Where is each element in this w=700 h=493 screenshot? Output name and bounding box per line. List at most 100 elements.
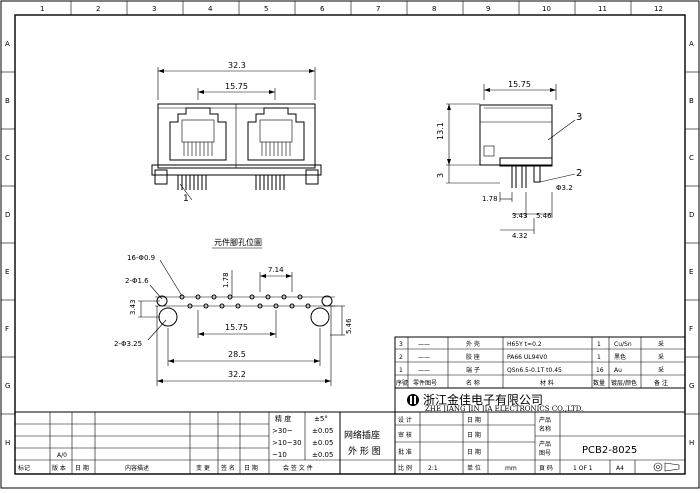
- zone-number: 4: [208, 5, 213, 13]
- zone-letter: D: [5, 211, 10, 219]
- zone-letter: H: [689, 439, 694, 447]
- side-body: [479, 104, 553, 166]
- scale-value: 2:1: [428, 465, 438, 472]
- zone-number: 2: [96, 5, 100, 13]
- dim-side-343: 3.43: [512, 212, 528, 220]
- callout-3: 3: [576, 112, 582, 123]
- dim-side-top: 15.75: [508, 80, 531, 89]
- zone-letter: D: [689, 211, 694, 219]
- pcb-layout: 元件腳孔位圖 16-Φ0.9 2-Φ1.6 2-Φ3.25 7.14: [114, 237, 353, 386]
- date-label: 日 期: [467, 431, 481, 439]
- company-logo: [407, 394, 419, 406]
- bom-header: 零件图号: [413, 379, 437, 387]
- dim-overall-width: 32.3: [228, 61, 246, 70]
- company-name-en: ZHE JIANG JIN JIA ELECTRONICS CO.,LTD.: [425, 405, 583, 413]
- revision-label: 变 更: [196, 464, 210, 472]
- zone-number: 8: [432, 5, 436, 13]
- bom-header: 材 料: [540, 379, 554, 387]
- bom-cell: Cu/Sn: [614, 341, 632, 348]
- product-no-label: 产品: [539, 440, 551, 448]
- product-no-label-2: 图号: [539, 450, 551, 457]
- revision-label: 日 期: [75, 464, 89, 472]
- dim-hole: Φ3.2: [556, 184, 573, 192]
- page-value: 1 OF 1: [573, 465, 593, 472]
- paper-size: A4: [616, 465, 624, 472]
- bom-cell: 黑色: [614, 353, 626, 361]
- bom-header: 镀层/颜色: [611, 379, 637, 387]
- bom-cell: 16: [596, 367, 604, 374]
- bom-cell: 2: [399, 354, 403, 361]
- zone-letter: E: [5, 268, 9, 276]
- inner-frame: [14, 14, 686, 475]
- revision-label: 签 名: [221, 464, 235, 472]
- bom-cell: H65Y t=0.2: [507, 341, 542, 348]
- zone-number: 6: [320, 5, 325, 13]
- bom-header: 备 注: [654, 379, 668, 387]
- port-right: [247, 107, 305, 161]
- page-label: 頁 码: [539, 464, 553, 472]
- tolerance-range: >10~30: [272, 439, 302, 447]
- front-view: 32.3 15.75: [151, 61, 322, 204]
- drawing-name-line2: 外 形 图: [348, 445, 381, 457]
- bom-cell: ——: [418, 354, 430, 361]
- dim-pin-offset: 1.78: [482, 195, 498, 203]
- date-label: 日 期: [467, 416, 481, 424]
- zone-ticks: [1, 1, 699, 415]
- title-block: 浙江金佳电子有限公司 ZHE JIANG JIN JIA ELECTRONICS…: [14, 387, 686, 475]
- product-number: PCB2-8025: [582, 445, 637, 456]
- zone-number: 1: [40, 5, 44, 13]
- dim-178: 1.78: [222, 272, 230, 288]
- projection-symbol-icon: [653, 462, 680, 472]
- zone-letter: F: [5, 325, 9, 333]
- bom-cell: 端 子: [466, 366, 480, 374]
- zone-number: 10: [542, 5, 551, 13]
- zone-letter: F: [689, 325, 693, 333]
- dim-layout-343: 3.43: [129, 299, 137, 315]
- bom-header: 名 称: [466, 379, 480, 387]
- product-name-label: 产品: [539, 416, 551, 424]
- tolerance-range: >30~: [272, 427, 293, 435]
- bom-header: 序號: [396, 379, 408, 387]
- dim-layout-322: 32.2: [228, 370, 246, 379]
- bom-cell: 采: [658, 353, 664, 361]
- unit-value: mm: [505, 465, 517, 472]
- bom-cell: 1: [399, 367, 403, 374]
- bom-cell: PA66 UL94V0: [507, 354, 547, 361]
- sign-label-approve: 批 准: [398, 448, 412, 456]
- zone-letter: G: [689, 382, 694, 390]
- bom-cell: 3: [399, 341, 403, 348]
- dim-side-546: 5.46: [536, 212, 552, 220]
- bom-cell: ——: [418, 367, 430, 374]
- tolerance-value: ±0.05: [312, 427, 333, 435]
- tolerance-header: 精 度: [275, 414, 291, 423]
- zone-labels: 1 2 3 4 5 6 7 8 9 10 11 12 A B C D E F G…: [5, 5, 694, 447]
- dim-port-pitch: 15.75: [225, 82, 248, 91]
- dim-714: 7.14: [268, 266, 284, 274]
- zone-letter: B: [5, 97, 10, 105]
- zone-letter: C: [689, 154, 694, 162]
- sign-label-review: 审 核: [398, 431, 412, 439]
- dim-layout-546: 5.46: [345, 318, 353, 334]
- zone-number: 5: [264, 5, 268, 13]
- drawing-name-line1: 网络插座: [344, 429, 380, 441]
- unit-label: 单 位: [467, 464, 481, 472]
- revision-label: 内容描述: [125, 464, 149, 472]
- tolerance-range: ~10: [272, 451, 287, 459]
- zone-number: 7: [376, 5, 380, 13]
- layout-title: 元件腳孔位圖: [214, 237, 262, 247]
- date-label: 日 期: [467, 448, 481, 456]
- port-left: [169, 107, 227, 161]
- zone-number: 12: [654, 5, 663, 13]
- callout-1: 1: [183, 194, 189, 204]
- hole-note-16: 16-Φ0.9: [127, 254, 155, 262]
- bom-cell: Au: [614, 367, 622, 374]
- zone-number: 9: [486, 5, 490, 13]
- bom-cell: 1: [597, 354, 601, 361]
- bom-header: 数量: [593, 379, 605, 387]
- zone-number: 11: [598, 5, 607, 13]
- zone-number: 3: [152, 5, 156, 13]
- callout-2: 2: [576, 168, 582, 179]
